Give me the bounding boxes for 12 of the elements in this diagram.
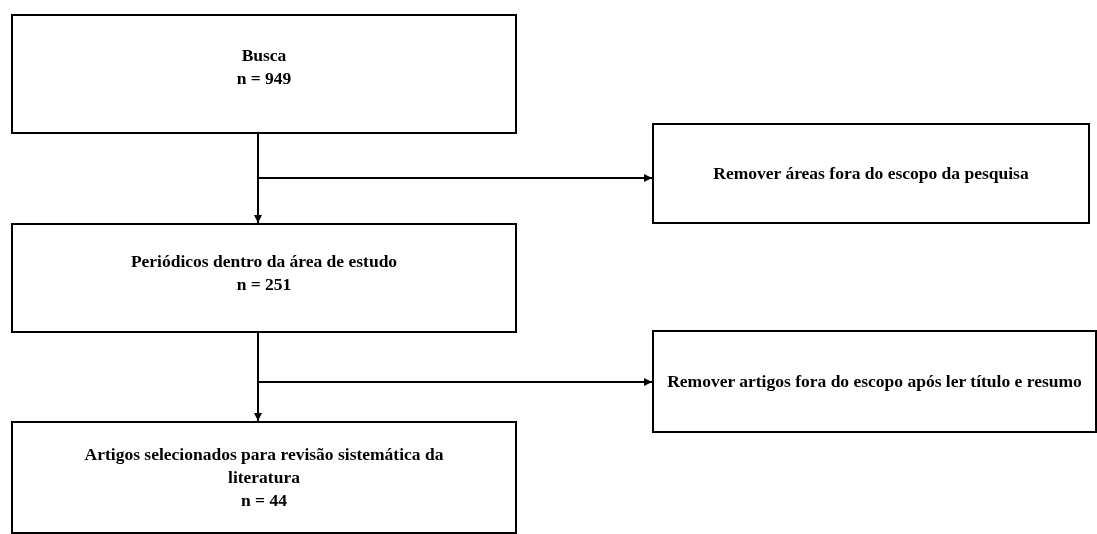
- box-text: n = 949: [236, 67, 292, 90]
- process-box: [652, 330, 1097, 433]
- process-box: [652, 123, 1090, 224]
- process-box: [11, 421, 517, 534]
- process-box: [11, 14, 517, 134]
- box-text: Remover áreas fora do escopo da pesquisa: [713, 162, 1029, 185]
- box-text: Remover artigos fora do escopo após ler título e resumo: [667, 370, 1082, 393]
- box-text: Busca: [241, 44, 287, 67]
- process-box: [11, 223, 517, 333]
- box-text: Periódicos dentro da área de estudo: [130, 250, 398, 273]
- box-text: n = 44: [241, 488, 287, 512]
- box-text: n = 251: [236, 273, 292, 296]
